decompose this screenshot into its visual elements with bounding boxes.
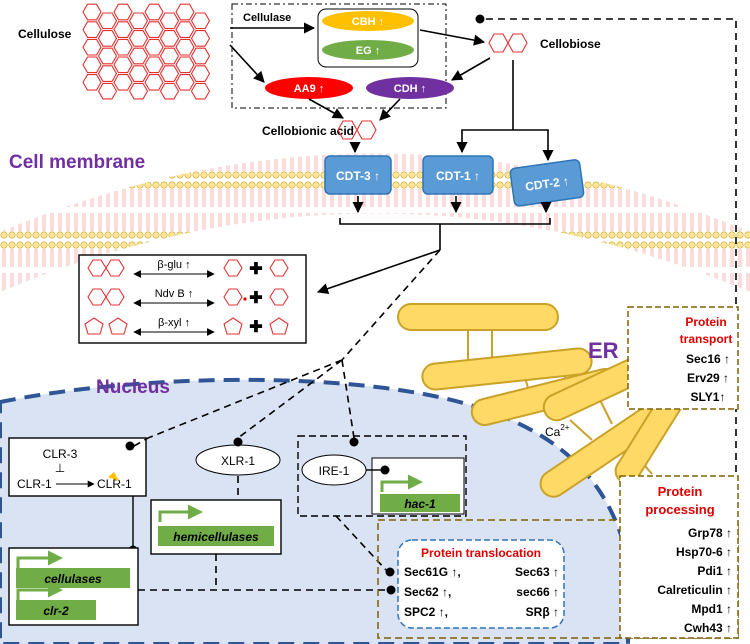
- clr1-right-label: CLR-1: [97, 477, 132, 491]
- clr-box-dot: [125, 441, 135, 451]
- cellulases-label: cellulases: [44, 572, 102, 586]
- hydrolysis-row-ndvb: Ndv B ↑ ✚: [87, 288, 289, 307]
- cellobionic-acid-label: Cellobionic acid: [262, 124, 354, 138]
- plus-icon: ✚: [249, 319, 262, 336]
- clr2-gene: [16, 600, 96, 620]
- processing-item: Pdi1 ↑: [697, 564, 732, 578]
- cdh-label: CDH ↑: [394, 83, 426, 95]
- cdh-enzyme: [366, 77, 454, 99]
- processing-item: Hsp70-6 ↑: [676, 545, 732, 559]
- svg-text:Ndv B ↑: Ndv B ↑: [155, 288, 194, 300]
- nucleus-label: Nucleus: [96, 377, 170, 398]
- protein-transport-box: [627, 306, 739, 410]
- hydrolysis-row-glu: β-glu ↑ ✚: [87, 259, 289, 278]
- enzyme-box: [231, 3, 447, 109]
- cellulase-label: Cellulase: [243, 12, 291, 24]
- cell-membrane-label: Cell membrane: [9, 152, 145, 173]
- processing-item: Mpd1 ↑: [691, 602, 732, 616]
- protein-transport-item: SLY1↑: [691, 390, 726, 404]
- protein-transport-item: Erv29 ↑: [687, 371, 729, 385]
- protein-transport-item: Sec16 ↑: [686, 352, 730, 366]
- processing-item: Calreticulin ↑: [657, 583, 732, 597]
- inhibit-icon: ⊥: [55, 461, 65, 475]
- cellulases-gene: [16, 568, 130, 588]
- signal-lines: [147, 249, 441, 439]
- translocation-item: sec66 ↑: [516, 585, 559, 599]
- eg-label: EG ↑: [356, 45, 380, 57]
- cellobiose-label: Cellobiose: [540, 37, 601, 51]
- xlr1-label: XLR-1: [221, 454, 255, 468]
- ire1-box: [297, 435, 467, 517]
- hac1-label: hac-1: [404, 497, 436, 511]
- protein-processing-title-2: processing: [645, 502, 714, 517]
- cellulose-label: Cellulose: [18, 27, 72, 41]
- protein-processing-title-1: Protein: [658, 484, 703, 499]
- translocation-item: SPC2 ↑,: [404, 605, 448, 619]
- translocation-item: SRβ ↑: [526, 605, 559, 619]
- translocation-item: Sec62 ↑,: [404, 585, 451, 599]
- clr1-left-label: CLR-1: [17, 477, 52, 491]
- svg-text:β-xyl ↑: β-xyl ↑: [158, 317, 190, 329]
- protein-transport-title-2: transport: [680, 332, 733, 346]
- cbh-enzyme: [322, 11, 414, 31]
- phosphate-icon: [108, 472, 119, 481]
- cbh-label: CBH ↑: [352, 16, 384, 28]
- plus-icon: ✚: [249, 261, 262, 278]
- translocation-item: Sec61G ↑,: [404, 565, 461, 579]
- cellobionic-acid-icon: [337, 120, 377, 140]
- translocation-item: Sec63 ↑: [515, 565, 559, 579]
- plus-icon: ✚: [249, 290, 262, 307]
- protein-transport-title-1: Protein: [685, 315, 726, 329]
- merge-lines: [316, 196, 552, 295]
- clr3-label: CLR-3: [43, 447, 78, 461]
- processing-item: Cwh43 ↑: [684, 621, 732, 635]
- aa9-enzyme: [265, 77, 353, 99]
- er-label: ER: [588, 338, 619, 363]
- hac1-gene: [380, 494, 460, 512]
- hemicellulases-label: hemicellulases: [173, 530, 259, 544]
- hydrolysis-row-xyl: β-xyl ↑ ✚: [84, 317, 289, 336]
- svg-text:β-glu ↑: β-glu ↑: [157, 259, 190, 271]
- processing-item: Grp78 ↑: [688, 526, 732, 540]
- aa9-label: AA9 ↑: [294, 83, 325, 95]
- protein-translocation-title: Protein translocation: [421, 546, 541, 560]
- cellobiose-icon: [488, 33, 528, 53]
- transporter-cdt2: CDT-2 ↑: [509, 159, 585, 207]
- transport-bracket: [349, 60, 554, 162]
- protein-translocation-box: [397, 539, 565, 629]
- hemicellulases-gene: [158, 526, 274, 546]
- ire1-label: IRE-1: [319, 464, 350, 478]
- cellulase-box: [317, 8, 419, 68]
- clr-box: [8, 437, 147, 497]
- svg-text:CDT-3 ↑: CDT-3 ↑: [336, 169, 380, 183]
- enzyme-arrows: [229, 22, 491, 121]
- transporter-cdt1: CDT-1 ↑: [422, 155, 494, 195]
- calcium-label: Ca2+: [545, 423, 570, 439]
- transporter-cdt3: CDT-3 ↑: [324, 155, 392, 195]
- svg-text:CDT-2 ↑: CDT-2 ↑: [524, 174, 570, 194]
- svg-text:CDT-1 ↑: CDT-1 ↑: [436, 169, 480, 183]
- protein-processing-box: [619, 475, 739, 639]
- cellulose-polymer-icon: [82, 3, 211, 100]
- eg-enzyme: [322, 40, 414, 60]
- clr2-label: clr-2: [43, 604, 69, 618]
